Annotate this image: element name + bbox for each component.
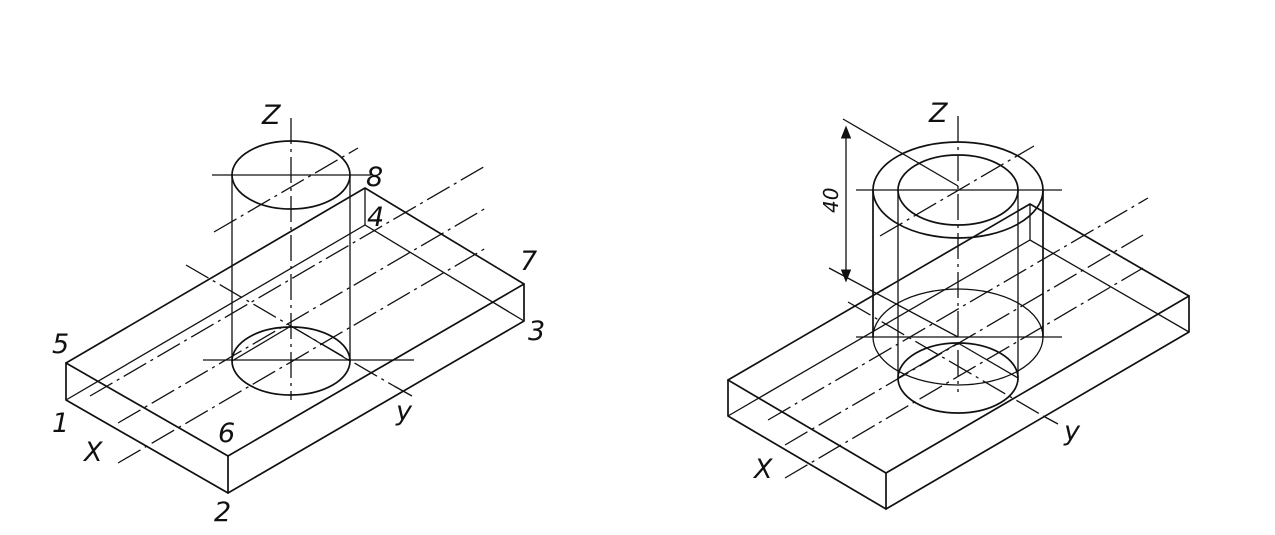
left-z-axis-label: Z <box>261 100 281 131</box>
right-plate <box>727 203 1190 510</box>
vertex-label-7: 7 <box>520 246 537 277</box>
vertex-label-4: 4 <box>367 202 384 233</box>
left-axes <box>89 118 488 464</box>
right-z-axis-label: Z <box>928 98 948 129</box>
right-x-axis-label: X <box>752 454 773 485</box>
left-x-axis-label: X <box>82 437 103 468</box>
vertex-label-3: 3 <box>528 316 545 347</box>
dimension-40-label: 40 <box>819 188 843 213</box>
right-dimension-40: 40 <box>819 125 852 283</box>
left-y-axis-label: y <box>395 396 413 427</box>
vertex-label-2: 2 <box>214 497 231 528</box>
vertex-label-8: 8 <box>366 162 383 193</box>
left-figure: Z X y 1 2 3 4 5 6 7 8 <box>52 100 545 528</box>
vertex-label-6: 6 <box>218 418 235 449</box>
left-plate <box>65 187 525 494</box>
right-axes <box>767 116 1149 479</box>
right-figure: 40 Z X y <box>727 98 1190 510</box>
vertex-label-1: 1 <box>52 408 69 439</box>
vertex-label-5: 5 <box>52 329 69 360</box>
right-y-axis-label: y <box>1063 416 1081 447</box>
right-construction-lines <box>828 118 1062 338</box>
